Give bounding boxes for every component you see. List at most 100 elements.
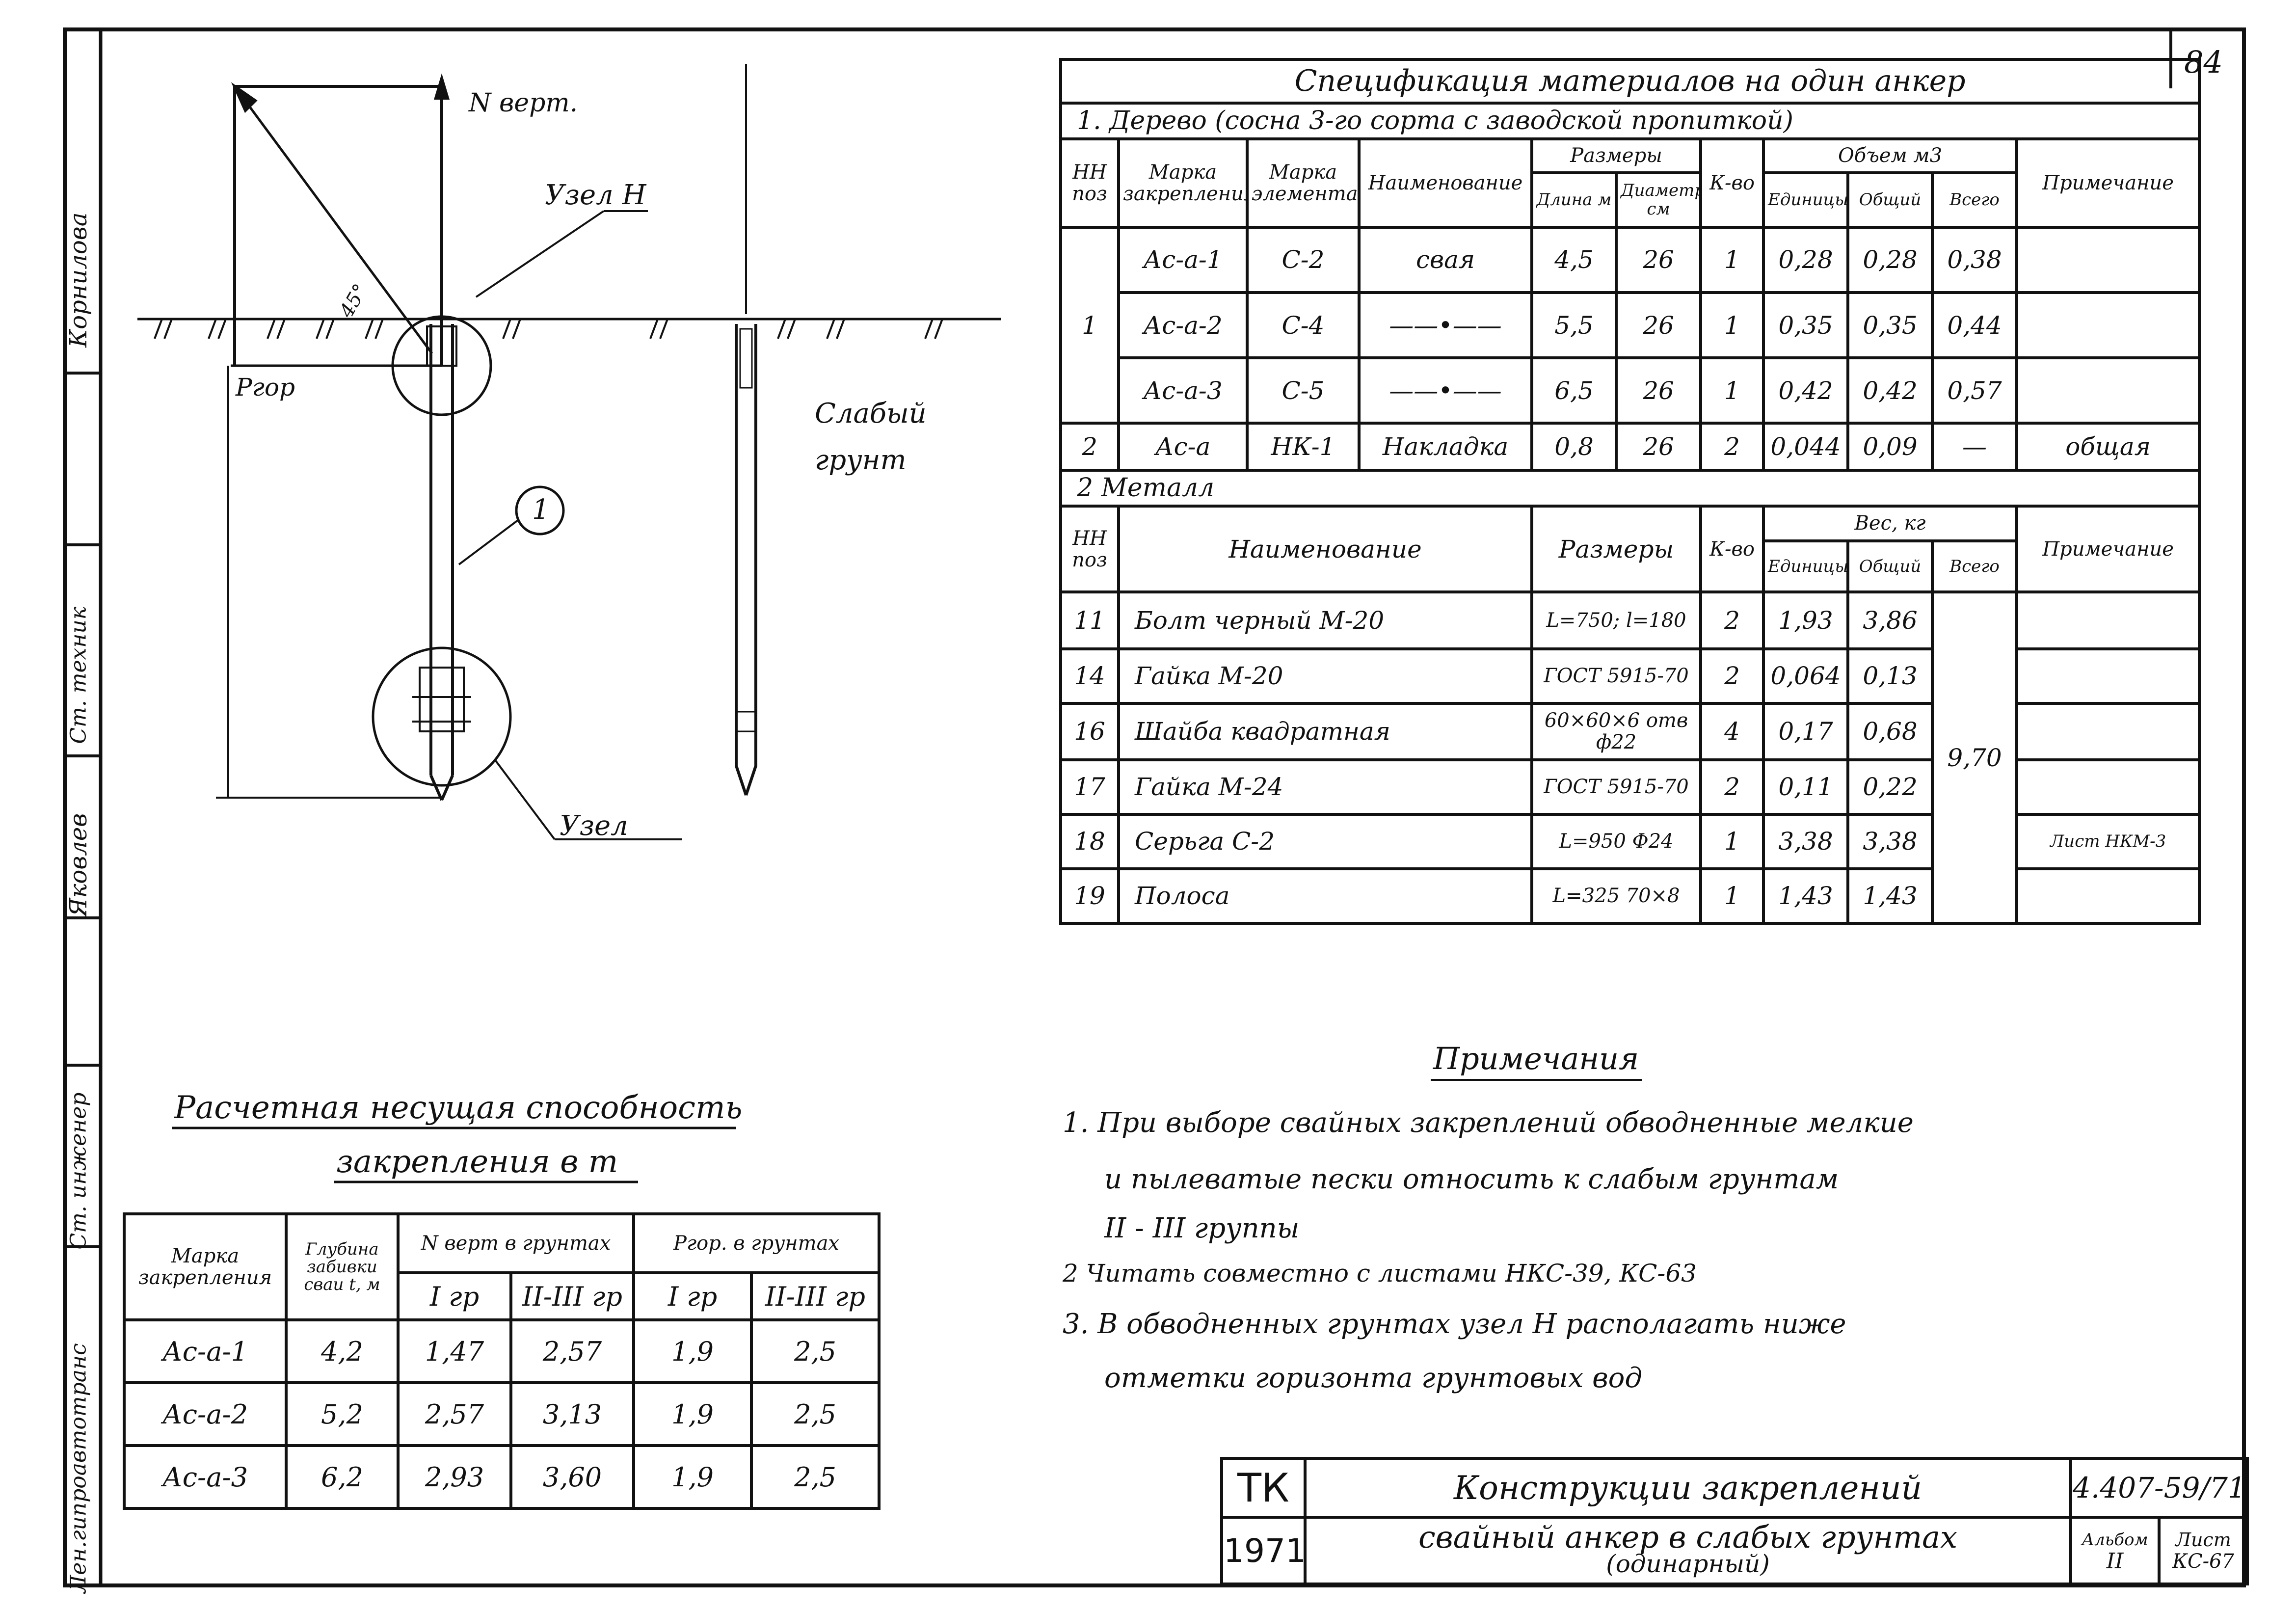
- spec-cell-mark: Ас-а-1: [1117, 225, 1249, 294]
- cap-header-n-vert: N верт в грунтах: [397, 1212, 635, 1274]
- spec-cell-unit: 0,17: [1762, 701, 1849, 762]
- spec-cell-diameter: 26: [1615, 291, 1702, 360]
- spec-table: Спецификация материалов на один анкер 1.…: [1059, 58, 2201, 925]
- note-line-4: 2 Читать совместно с листами НКС-39, КС-…: [1063, 1259, 1697, 1288]
- title-block-titles: свайный анкер в слабых грунтах (одинарны…: [1304, 1516, 2072, 1585]
- cap-cell-pg1: 1,9: [632, 1318, 753, 1384]
- spec-cell-dims: L=750; l=180: [1530, 590, 1702, 650]
- label-p-gor: Pгор: [236, 373, 295, 402]
- sheet-value: КС-67: [2172, 1550, 2234, 1573]
- spec-cell-total: 0,13: [1846, 647, 1934, 705]
- note-line-6: отметки горизонта грунтовых вод: [1104, 1362, 1642, 1394]
- spec-cell-element: С-2: [1246, 225, 1361, 294]
- cap-header-pg-g1: I гр: [632, 1271, 753, 1321]
- note-line-3: II - III группы: [1104, 1212, 1300, 1244]
- table-row: Ас-а-2 5,2 2,57 3,13 1,9 2,5: [123, 1381, 881, 1447]
- spec-cell-unit: 0,35: [1762, 291, 1849, 360]
- spec-header2-pos: НН поз: [1059, 504, 1120, 594]
- title-block-line1: Конструкции закреплений: [1304, 1457, 2072, 1519]
- spec-cell-pos: 11: [1059, 590, 1120, 650]
- spec-cell-note: [2015, 291, 2201, 360]
- cap-cell-pg1: 1,9: [632, 1444, 753, 1510]
- cap-header-mark: Марка закрепления: [123, 1212, 288, 1321]
- spec-cell-unit: 3,38: [1762, 812, 1849, 870]
- cap-cell-depth: 6,2: [285, 1444, 400, 1510]
- spec-header2-name: Наименование: [1117, 504, 1533, 594]
- spec-cell-name: Накладка: [1358, 422, 1533, 472]
- spec-cell-name: ——•——: [1358, 291, 1533, 360]
- cap-header-nv-g1: I гр: [397, 1271, 512, 1321]
- spec-cell-qty: 1: [1699, 867, 1765, 925]
- cap-cell-nv23: 3,60: [509, 1444, 635, 1510]
- album-value: II: [2106, 1549, 2124, 1574]
- note-line-1: 1. При выборе свайных закреплений обводн…: [1063, 1107, 1914, 1139]
- spec-cell-name: Гайка М-20: [1117, 647, 1533, 705]
- spec-cell-total: 1,43: [1846, 867, 1934, 925]
- spec-cell-unit: 0,11: [1762, 758, 1849, 816]
- spec-cell-mark: Ас-а-2: [1117, 291, 1249, 360]
- title-block-line3: (одинарный): [1606, 1550, 1770, 1578]
- spec-cell-mark: Ас-а-3: [1117, 356, 1249, 425]
- stamp-name-1: Яковлев: [65, 813, 92, 917]
- spec-cell-pos: 16: [1059, 701, 1120, 762]
- sheet-label: Лист: [2175, 1529, 2231, 1551]
- cap-cell-depth: 4,2: [285, 1318, 400, 1384]
- spec-cell-note: [2015, 758, 2201, 816]
- spec-header2-sum: Всего: [1931, 539, 2018, 594]
- spec-cell-total: 0,35: [1846, 291, 1934, 360]
- spec-header-diameter: Диаметр см: [1615, 171, 1702, 229]
- spec-cell-note: [2015, 701, 2201, 762]
- spec-cell-pos: 1: [1059, 292, 1120, 358]
- spec-cell-unit: 0,28: [1762, 225, 1849, 294]
- table-row: 11 Болт черный М-20 L=750; l=180 2 1,93 …: [1059, 590, 2201, 925]
- spec-cell-pos: [1059, 358, 1120, 425]
- note-line-5: 3. В обводненных грунтах узел Н располаг…: [1063, 1308, 1846, 1340]
- spec-cell-mark: Ас-а: [1117, 422, 1249, 472]
- spec-cell-total: 3,86: [1846, 590, 1934, 650]
- spec-cell-element: С-4: [1246, 291, 1361, 360]
- spec-cell-name: Полоса: [1117, 867, 1533, 925]
- label-node: Узел: [560, 810, 628, 842]
- cap-header-nv-g23: II-III гр: [509, 1271, 635, 1321]
- spec-header-volume: Объем м3: [1762, 137, 2018, 174]
- spec-cell-total: 0,42: [1846, 356, 1934, 425]
- table-row: Ас-а-3 С-5 ——•—— 6,5 26 1 0,42 0,42 0,57: [1059, 356, 2201, 425]
- spec-cell-total: 0,68: [1846, 701, 1934, 762]
- spec-header2-total: Общий: [1846, 539, 1934, 594]
- spec-header-length: Длина м: [1530, 171, 1618, 229]
- spec-header-mark-element: Марка элемента: [1246, 137, 1361, 229]
- spec-cell-sum: —: [1931, 422, 2018, 472]
- spec-section-metal: 2 Металл: [1059, 468, 2201, 508]
- capacity-title-1: Расчетная несущая способность: [174, 1090, 743, 1126]
- spec-cell-qty: 1: [1699, 812, 1765, 870]
- spec-cell-note: [2015, 867, 2201, 925]
- title-block: ТК Конструкции закреплений 4.407-59/71 1…: [1220, 1457, 2249, 1585]
- spec-header-pos: НН поз: [1059, 137, 1120, 229]
- spec-cell-diameter: 26: [1615, 356, 1702, 425]
- spec-header2-qty: К-во: [1699, 504, 1765, 594]
- spec-cell-name: Шайба квадратная: [1117, 701, 1533, 762]
- table-row: 14 Гайка М-20 ГОСТ 5915-70 2 0,064 0,13: [1059, 647, 2201, 705]
- label-weak-soil-2: грунт: [815, 444, 907, 476]
- spec-cell-sum: 0,44: [1931, 291, 2018, 360]
- spec-cell-name: свая: [1358, 225, 1533, 294]
- cap-cell-depth: 5,2: [285, 1381, 400, 1447]
- cap-cell-mark: Ас-а-3: [123, 1444, 288, 1510]
- spec-cell-note: [2015, 225, 2201, 294]
- spec-cell-qty: 4: [1699, 701, 1765, 762]
- table-row: Ас-а-3 6,2 2,93 3,60 1,9 2,5: [123, 1444, 881, 1510]
- spec-cell-length: 6,5: [1530, 356, 1618, 425]
- spec-cell-note: общая: [2015, 422, 2201, 472]
- spec-header-total: Общий: [1846, 171, 1934, 229]
- cap-header-depth: Глубина забивки сваи t, м: [285, 1212, 400, 1321]
- title-block-org: ТК: [1220, 1457, 1307, 1519]
- spec-cell-sum: 0,38: [1931, 225, 2018, 294]
- spec-cell-unit: 1,43: [1762, 867, 1849, 925]
- spec-cell-dims: ГОСТ 5915-70: [1530, 758, 1702, 816]
- spec-cell-pos: 19: [1059, 867, 1120, 925]
- table-row: 17 Гайка М-24 ГОСТ 5915-70 2 0,11 0,22: [1059, 758, 2201, 816]
- spec-cell-pos: 14: [1059, 647, 1120, 705]
- notes-title: Примечания: [1433, 1041, 1639, 1076]
- spec-cell-diameter: 26: [1615, 422, 1702, 472]
- title-block-code: 4.407-59/71: [2069, 1457, 2249, 1519]
